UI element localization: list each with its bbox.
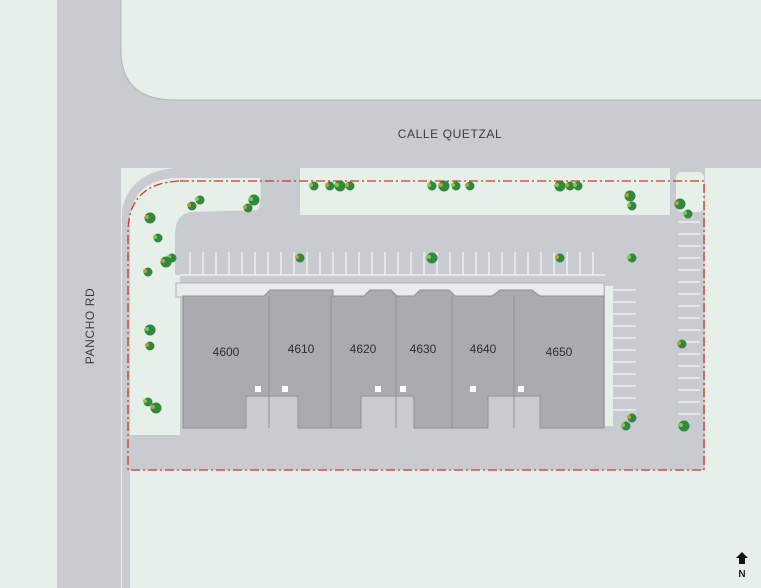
tree-icon <box>195 195 205 205</box>
tree-icon <box>144 212 156 224</box>
unit-label: 4620 <box>350 342 377 356</box>
tree-icon <box>573 181 583 191</box>
unit-label: 4630 <box>410 342 437 356</box>
calle-quetzal-road <box>121 0 761 168</box>
north-arrow-icon <box>736 552 748 564</box>
tree-icon <box>627 413 637 423</box>
pancho-rd-label: PANCHO RD <box>83 288 97 365</box>
compass-label: N <box>738 569 745 580</box>
building-footprint <box>182 289 605 429</box>
unit-label: 4600 <box>213 345 240 359</box>
tree-icon <box>426 252 438 264</box>
tree-icon <box>677 339 687 349</box>
tree-icon <box>438 180 450 192</box>
parking-stalls <box>180 221 700 415</box>
tree-icon <box>674 198 686 210</box>
landscape-island-west <box>130 178 261 470</box>
building <box>182 289 605 429</box>
unit-label: 4650 <box>546 345 573 359</box>
tree-icon <box>683 209 693 219</box>
landscape-strip-east-lot <box>605 286 613 426</box>
landscape-trees <box>143 180 693 432</box>
tree-icon <box>678 420 690 432</box>
unit-label: 4610 <box>288 342 315 356</box>
pancho-rd-road <box>57 0 121 588</box>
tree-icon <box>345 181 355 191</box>
curb-line <box>120 0 761 101</box>
tree-icon <box>243 203 253 213</box>
tree-icon <box>187 201 197 211</box>
tree-icon <box>150 402 162 414</box>
calle-quetzal-label: CALLE QUETZAL <box>398 127 503 141</box>
tree-icon <box>334 180 346 192</box>
tree-icon <box>325 181 335 191</box>
tree-icon <box>465 181 475 191</box>
tree-icon <box>555 253 565 263</box>
tree-icon <box>145 341 155 351</box>
tree-icon <box>621 421 631 431</box>
tree-icon <box>554 180 566 192</box>
tree-icon <box>143 397 153 407</box>
tree-icon <box>295 253 305 263</box>
tree-icon <box>248 194 260 206</box>
tree-icon <box>627 201 637 211</box>
tree-icon <box>144 324 156 336</box>
tree-icon <box>565 181 575 191</box>
tree-icon <box>627 253 637 263</box>
tree-icon <box>427 181 437 191</box>
tree-icon <box>451 181 461 191</box>
tree-icon <box>153 233 163 243</box>
tree-icon <box>160 256 172 268</box>
tree-icon <box>309 181 319 191</box>
tree-icon <box>143 267 153 277</box>
property-line <box>127 180 705 471</box>
tree-icon <box>624 190 636 202</box>
unit-label: 4640 <box>470 342 497 356</box>
